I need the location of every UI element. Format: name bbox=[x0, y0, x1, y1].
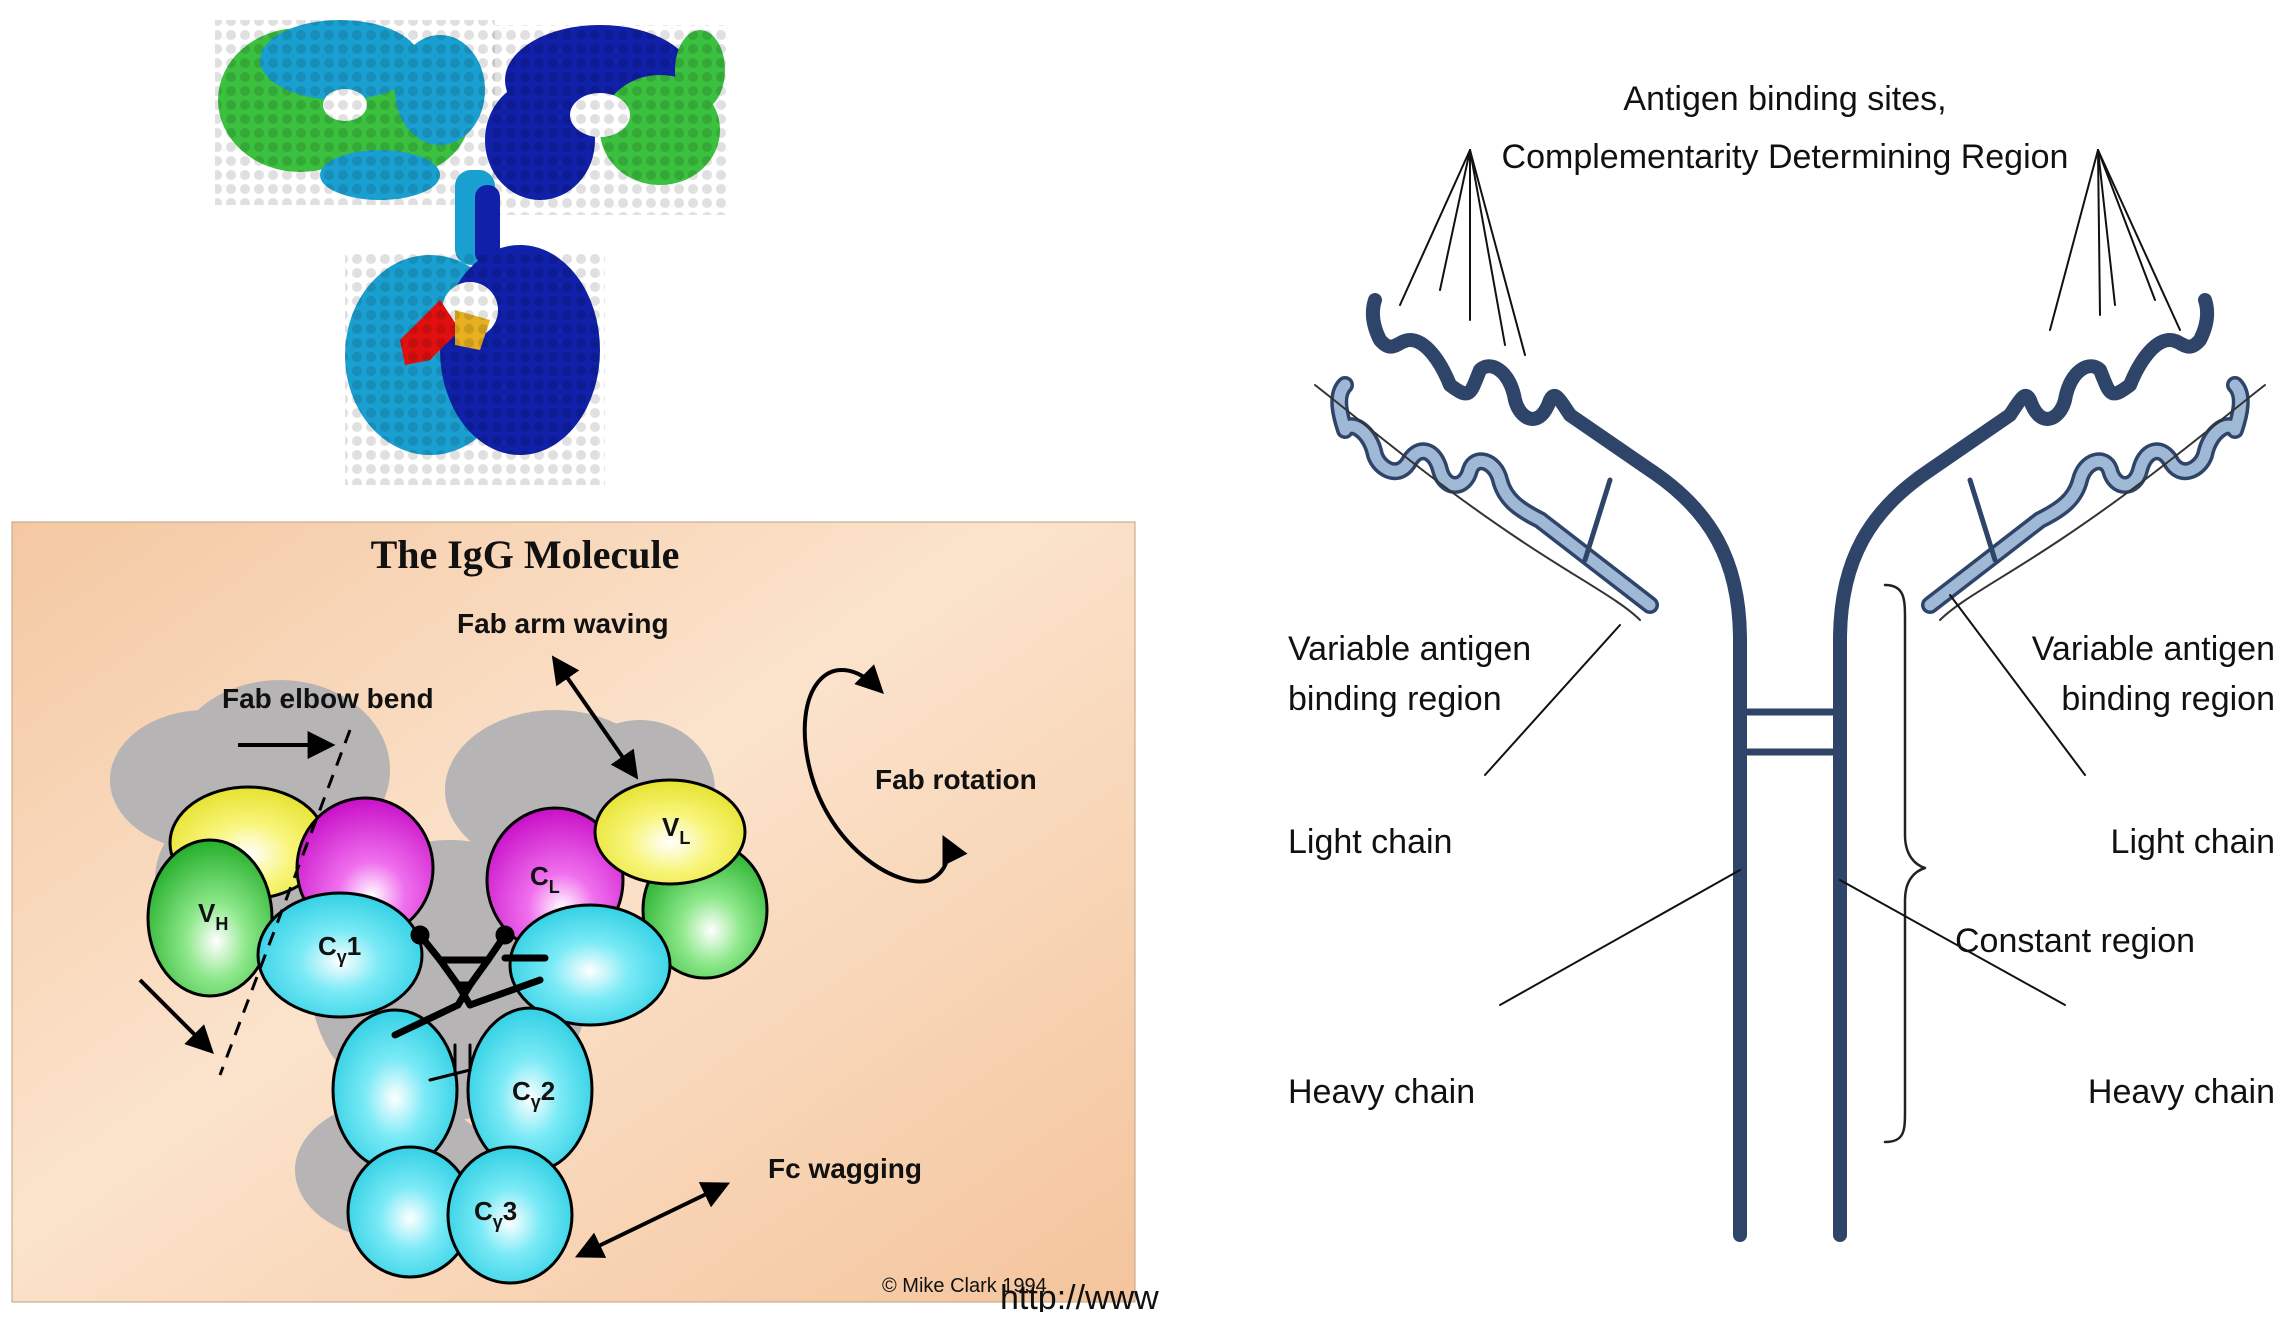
vh-label: VH bbox=[198, 898, 228, 934]
fab-arm-waving-arrow bbox=[551, 655, 639, 780]
left-heavy-chain bbox=[1365, 293, 1747, 1242]
right-variable-region-label-line2: binding region bbox=[2061, 680, 2275, 718]
fab-elbow-axis bbox=[218, 729, 352, 1076]
right-heavy-chain bbox=[1833, 293, 2215, 1242]
cdr-pointer-lines bbox=[1399, 149, 2181, 356]
label-leader-lines bbox=[1484, 594, 2086, 1006]
left-heavy-chain-label: Heavy chain bbox=[1288, 1073, 1475, 1111]
copyright-label: © Mike Clark 1994 bbox=[882, 1275, 1047, 1297]
left-variable-region-label-line2: binding region bbox=[1288, 680, 1502, 718]
vl-label: VL bbox=[662, 812, 690, 848]
hinge-bridges bbox=[1736, 708, 1844, 756]
right-heavy-chain-label: Heavy chain bbox=[2088, 1073, 2275, 1111]
right-variable-region-label-line1: Variable antigen bbox=[2032, 630, 2275, 668]
fab-right-cyan-domain bbox=[508, 903, 672, 1027]
fc-wagging-label: Fc wagging bbox=[768, 1153, 922, 1184]
right-interchain-bond bbox=[1967, 477, 1998, 563]
fab-elbow-bend-label: Fab elbow bend bbox=[222, 683, 434, 714]
vh-domain bbox=[146, 838, 274, 998]
cdr-label-line1: Antigen binding sites, bbox=[1623, 80, 1946, 118]
cg3-domain bbox=[446, 1145, 574, 1285]
fc-wagging-arrow bbox=[574, 1182, 731, 1258]
left-variable-outline bbox=[1314, 384, 1641, 621]
fab-arm-waving-label: Fab arm waving bbox=[457, 608, 669, 639]
cl-label: CL bbox=[530, 861, 560, 897]
cg1-label: Cγ1 bbox=[318, 931, 361, 967]
hinge-disulfide-bonds bbox=[391, 925, 549, 1082]
fab-elbow-bend-arrow-bottom bbox=[138, 978, 214, 1054]
motion-arrows bbox=[138, 655, 968, 1258]
url-fragment[interactable]: http://www bbox=[1000, 1279, 1159, 1312]
right-light-chain-label: Light chain bbox=[2111, 823, 2275, 861]
fab-rotation-arrow bbox=[802, 664, 968, 884]
cg1-domain bbox=[256, 891, 424, 1019]
domain-labels: VH VL CL Cγ1 Cγ2 Cγ3 bbox=[198, 812, 690, 1232]
cdr-label-line2: Complementarity Determining Region bbox=[1502, 138, 2069, 176]
right-variable-outline bbox=[1939, 384, 2266, 621]
cg2-label: Cγ2 bbox=[512, 1076, 555, 1112]
left-interchain-bond bbox=[1582, 477, 1613, 563]
vl-domain bbox=[593, 778, 747, 886]
left-light-chain-label: Light chain bbox=[1288, 823, 1452, 861]
left-variable-region-label-line1: Variable antigen bbox=[1288, 630, 1531, 668]
panel-title: The IgG Molecule bbox=[371, 532, 680, 577]
constant-region-label: Constant region bbox=[1955, 922, 2195, 960]
cg3-label: Cγ3 bbox=[474, 1196, 517, 1232]
constant-region-brace bbox=[1883, 583, 1927, 1144]
